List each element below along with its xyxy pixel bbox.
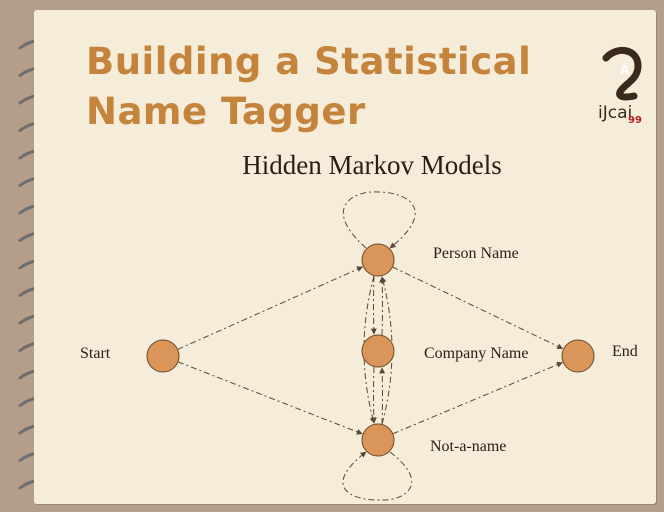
node-label-notname: Not-a-name <box>430 438 507 455</box>
node-label-person: Person Name <box>433 245 519 262</box>
node-company <box>361 334 395 368</box>
edge-notname-to-end <box>392 361 563 435</box>
slide-title-line2: Name Tagger <box>86 90 366 133</box>
node-label-company: Company Name <box>424 345 529 362</box>
node-end <box>561 339 595 373</box>
node-label-end: End <box>612 343 638 360</box>
edge-person-to-end <box>392 266 564 350</box>
node-notname <box>361 423 395 457</box>
edge-person-to-person <box>342 191 416 249</box>
edge-start-to-notname <box>177 361 363 435</box>
node-label-start: Start <box>80 345 111 362</box>
logo-text: iJcai <box>598 103 632 123</box>
edge-notname-to-notname <box>342 451 413 501</box>
edge-company-to-notname <box>370 366 377 424</box>
logo-number: 99 <box>628 115 642 124</box>
slide-title-line1: Building a Statistical <box>86 40 532 83</box>
edge-notname-to-company <box>379 367 386 425</box>
edge-start-to-person <box>177 266 364 350</box>
slide-page <box>34 10 656 504</box>
node-start <box>146 339 180 373</box>
node-person <box>361 243 395 277</box>
edge-company-to-person <box>379 276 386 336</box>
ijcai-logo: A iJcai 99 <box>598 47 642 124</box>
logo-letter-a: A <box>620 63 630 77</box>
edge-person-to-company <box>370 275 377 335</box>
diagram-title: Hidden Markov Models <box>242 150 502 180</box>
